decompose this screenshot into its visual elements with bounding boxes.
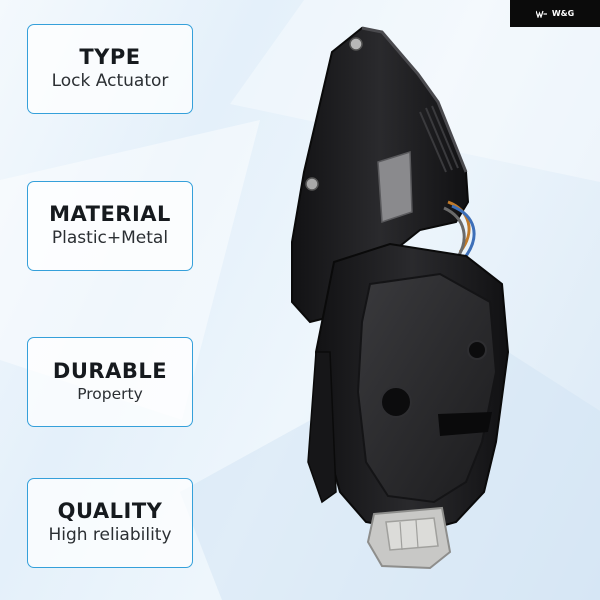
feature-subtitle: High reliability bbox=[48, 524, 172, 545]
feature-card-quality: QUALITY High reliability bbox=[27, 478, 193, 568]
brand-badge: W&G bbox=[510, 0, 600, 27]
feature-card-durable: DURABLE Property bbox=[27, 337, 193, 427]
feature-title: QUALITY bbox=[57, 499, 163, 524]
feature-title: TYPE bbox=[79, 45, 141, 70]
feature-title: MATERIAL bbox=[49, 202, 171, 227]
brand-mark-icon bbox=[535, 10, 547, 18]
feature-subtitle: Plastic+Metal bbox=[51, 227, 169, 248]
feature-subtitle: Property bbox=[77, 384, 143, 403]
feature-subtitle: Lock Actuator bbox=[51, 70, 169, 91]
feature-card-type: TYPE Lock Actuator bbox=[27, 24, 193, 114]
feature-card-material: MATERIAL Plastic+Metal bbox=[27, 181, 193, 271]
brand-logo-text: W&G bbox=[551, 8, 575, 18]
feature-title: DURABLE bbox=[52, 359, 168, 384]
door-lock-actuator-image bbox=[291, 26, 510, 570]
